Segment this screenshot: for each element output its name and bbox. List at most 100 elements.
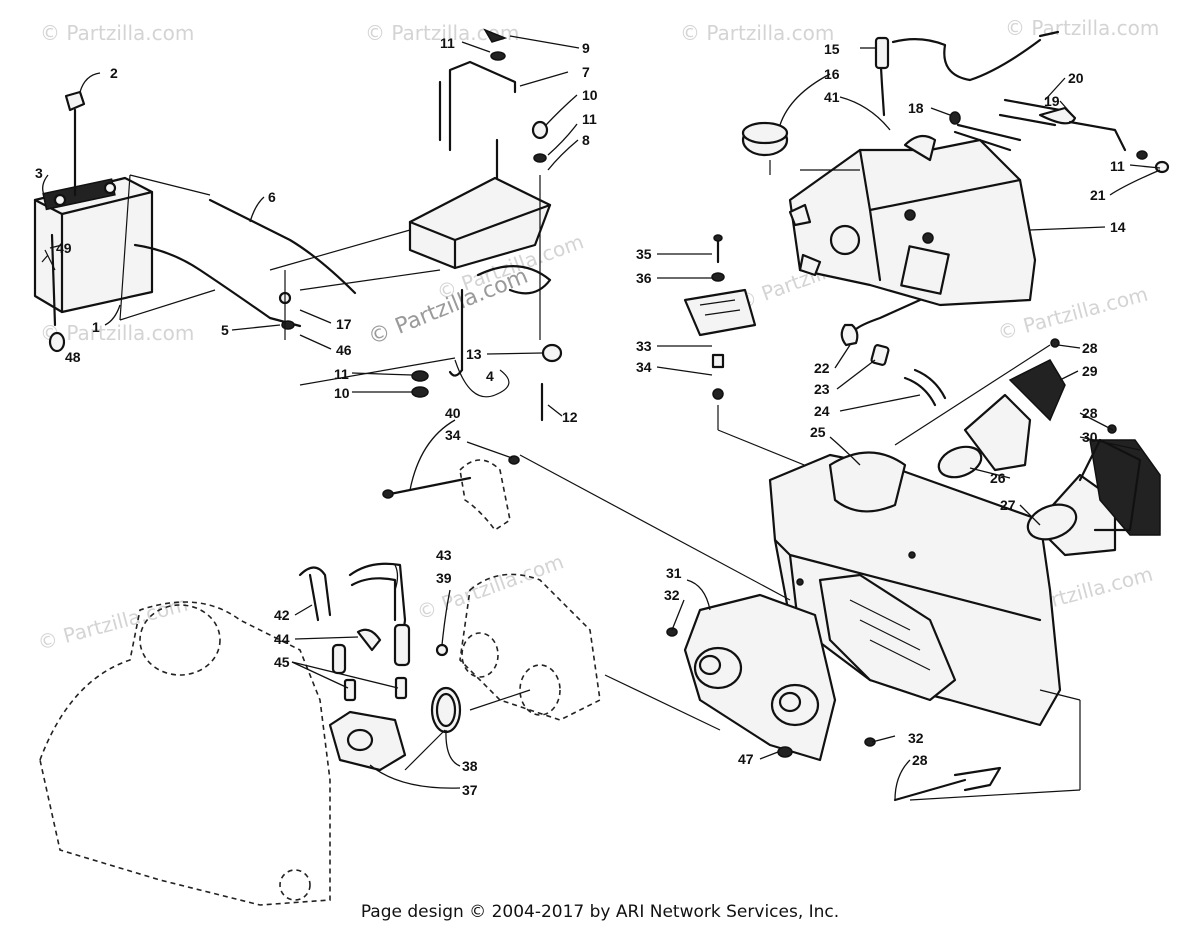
callout-22: 22 [814,360,830,376]
nut [777,746,793,758]
bolt [383,476,472,497]
callout-7: 7 [582,64,590,80]
callout-5: 5 [221,322,229,338]
callout-32-a: 32 [664,587,680,603]
clamp [870,344,890,366]
watermark-top-right: © Partzilla.com [1005,16,1159,40]
callout-26: 26 [990,470,1006,486]
carburetor [459,573,601,721]
engine-reference [39,601,331,906]
screen [1089,439,1161,536]
callout-37: 37 [462,782,478,798]
callout-19: 19 [1044,93,1060,109]
screen [1008,359,1066,422]
callout-3: 3 [35,165,43,181]
footer-copyright: Page design © 2004-2017 by ARI Network S… [360,902,840,922]
callout-11-top: 11 [440,35,455,51]
callout-28-b: 28 [1082,405,1098,421]
callout-9: 9 [582,40,590,56]
washer [533,153,547,163]
callout-34-b: 34 [445,427,461,443]
callout-24: 24 [814,403,830,419]
wing-nut [483,28,508,43]
screw [864,737,876,747]
watermark-left-low: © Partzilla.com [35,592,190,655]
watermark-left-mid: © Partzilla.com [40,321,194,345]
callout-27: 27 [1000,497,1016,513]
battery-strap-hook [64,90,86,112]
callout-11-lower: 11 [334,366,349,382]
watermark-top-left: © Partzilla.com [40,21,194,45]
positive-cable [208,198,357,295]
callout-29: 29 [1082,363,1098,379]
battery-assembly [33,90,154,353]
oil-line [903,368,947,407]
battery-terminal [103,181,117,195]
battery-cables [119,174,357,340]
callout-8: 8 [582,132,590,148]
oil-tank-assembly [741,30,1170,307]
callout-6: 6 [268,189,276,205]
oil-line-assembly [840,298,947,407]
callout-47: 47 [738,751,754,767]
strap-clip [48,331,66,353]
callout-11-right: 11 [1110,158,1125,174]
callout-49: 49 [56,240,72,256]
callout-13: 13 [466,346,482,362]
callout-30: 30 [1082,429,1098,445]
callout-10-top: 10 [582,87,598,103]
callout-numbers: 2 3 49 1 48 6 5 17 46 11 10 4 13 12 11 9… [35,35,1126,798]
intake-tube [963,393,1032,472]
callout-28-a: 28 [1082,340,1098,356]
washer [711,272,725,282]
carburetor-adapter [666,593,1002,802]
callout-17: 17 [336,316,352,332]
callout-46: 46 [336,342,352,358]
oil-tank [788,138,1037,307]
bolt [893,766,1002,802]
callout-1: 1 [92,319,100,335]
callout-33: 33 [636,338,652,354]
callout-4: 4 [486,368,494,384]
callout-44: 44 [274,631,290,647]
callout-42: 42 [274,607,290,623]
washer [490,51,506,61]
callout-18: 18 [908,100,924,116]
fitting [343,678,357,702]
hold-down-bracket [448,60,517,152]
callout-43: 43 [436,547,452,563]
callout-14: 14 [1110,219,1126,235]
negative-cable [133,243,302,328]
callout-48: 48 [65,349,81,365]
carburetor-assembly [298,562,601,772]
battery-tray [408,176,552,270]
callout-10-lower: 10 [334,385,350,401]
callout-41: 41 [824,89,840,105]
engine-outline [39,601,331,906]
fuel-line [348,562,407,662]
callout-11-mid: 11 [582,111,597,127]
stud [998,98,1062,127]
callout-15: 15 [824,41,840,57]
callout-16: 16 [824,66,840,82]
air-silencer-assembly [768,338,1161,727]
callout-36: 36 [636,270,652,286]
callout-2: 2 [110,65,118,81]
tank-bracket [1068,120,1127,152]
battery-bracket-assembly [408,28,563,422]
callout-32-b: 32 [908,730,924,746]
spacer [711,353,725,369]
callout-35: 35 [636,246,652,262]
nut [531,120,549,140]
callout-31: 31 [666,565,682,581]
upper-bolt [382,455,520,532]
callout-12: 12 [562,409,578,425]
fitting [840,323,859,347]
callout-28-c: 28 [912,752,928,768]
callout-40: 40 [445,405,461,421]
connection-lines [269,160,1081,801]
callout-leaders [42,35,1161,801]
silencer-opening [818,573,957,702]
battery-strap-lower [50,233,57,327]
